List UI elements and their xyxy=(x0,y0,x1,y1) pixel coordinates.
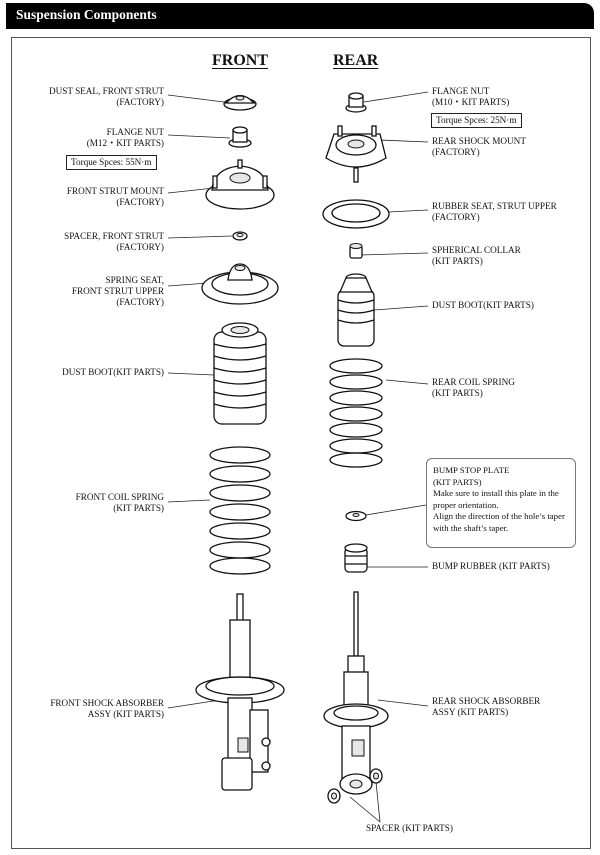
front-coil-spring-part xyxy=(209,446,271,575)
front-spring-seat-part xyxy=(201,263,279,305)
section-title: Suspension Components xyxy=(16,7,157,22)
rear-shock-mount-part xyxy=(325,125,387,183)
rear-spacer-label: SPACER (KIT PARTS) xyxy=(366,823,453,833)
front-column-heading: FRONT xyxy=(212,52,268,69)
front-leader-lines xyxy=(167,94,233,709)
rear-rubber-seat-part xyxy=(322,199,390,229)
front-strut-mount-label: FRONT STRUT MOUNT(FACTORY) xyxy=(66,186,164,208)
rear-spherical-collar-part xyxy=(349,243,363,259)
rear-coil-spring-label: REAR COIL SPRING(KIT PARTS) xyxy=(432,377,515,399)
front-coil-spring-label: FRONT COIL SPRING(KIT PARTS) xyxy=(75,492,164,514)
rear-bump-stop-plate-part xyxy=(345,510,367,522)
rear-coil-spring-part xyxy=(329,358,383,468)
rear-torque-spec: Torque Spces: 25N·m xyxy=(431,113,522,128)
rear-shock-absorber-part xyxy=(323,591,389,795)
front-flange-nut-label: FLANGE NUT(M12・KIT PARTS) xyxy=(86,127,164,149)
rear-column-heading: REAR xyxy=(333,52,379,69)
front-dust-seal-part xyxy=(223,94,257,111)
diagram-frame xyxy=(11,37,591,849)
bump-stop-plate-note: BUMP STOP PLATE (KIT PARTS) Make sure to… xyxy=(426,458,576,548)
rear-bump-rubber-part xyxy=(344,543,368,573)
front-dust-boot-part xyxy=(213,322,267,425)
rear-collar-label: SPHERICAL COLLAR(KIT PARTS) xyxy=(432,245,521,267)
front-strut-mount-part xyxy=(205,159,275,210)
rear-leader-lines xyxy=(349,91,429,823)
rear-spacer-part xyxy=(327,768,383,804)
front-spacer-label: SPACER, FRONT STRUT(FACTORY) xyxy=(64,231,164,253)
front-spring-seat-label: SPRING SEAT,FRONT STRUT UPPER(FACTORY) xyxy=(71,275,164,308)
section-header: Suspension Components xyxy=(6,3,594,29)
front-spacer-part xyxy=(232,231,248,241)
front-torque-spec: Torque Spces: 55N·m xyxy=(66,155,157,170)
front-dust-boot-label: DUST BOOT(KIT PARTS) xyxy=(62,367,164,377)
rear-shock-mount-label: REAR SHOCK MOUNT(FACTORY) xyxy=(432,136,526,158)
rear-rubber-seat-label: RUBBER SEAT, STRUT UPPER(FACTORY) xyxy=(432,201,557,223)
rear-dust-boot-part xyxy=(337,273,375,347)
rear-flange-nut-part xyxy=(345,92,367,113)
rear-dust-boot-label: DUST BOOT(KIT PARTS) xyxy=(432,300,534,310)
rear-bump-rubber-label: BUMP RUBBER (KIT PARTS) xyxy=(432,561,550,571)
rear-flange-nut-label: FLANGE NUT(M10・KIT PARTS) xyxy=(432,86,510,108)
front-dust-seal-label: DUST SEAL, FRONT STRUT(FACTORY) xyxy=(48,86,164,108)
front-flange-nut-part xyxy=(228,126,252,148)
front-shock-absorber-part xyxy=(195,593,285,791)
